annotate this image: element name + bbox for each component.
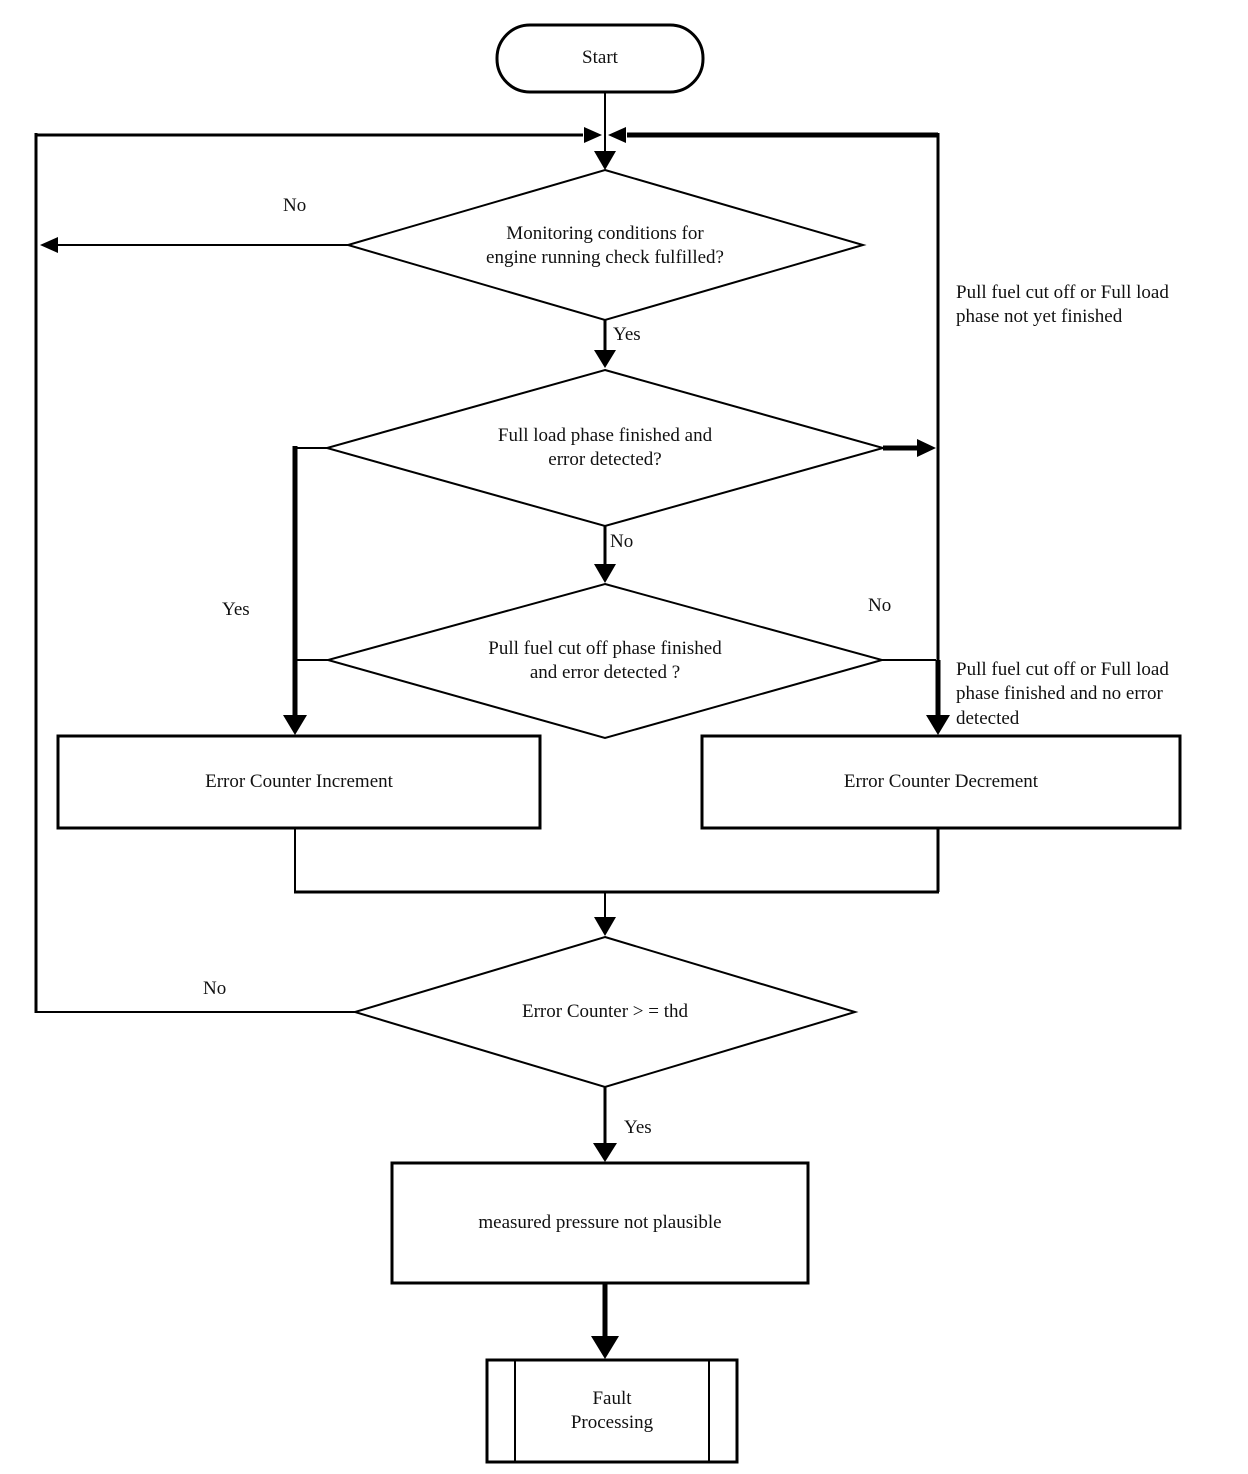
monitoring-yes-label: Yes bbox=[613, 324, 641, 345]
full-load-decision-shape bbox=[323, 368, 887, 528]
pressure-box-label: measured pressure not plausible bbox=[478, 1211, 722, 1233]
arrowhead-into-fault bbox=[591, 1336, 619, 1359]
full-load-no-label: No bbox=[610, 531, 634, 552]
fuel-cut-off-decision-label: Pull fuel cut off phase finished and err… bbox=[488, 638, 722, 684]
fault-box-label: Fault Processing bbox=[570, 1387, 654, 1433]
increment-box-shape bbox=[56, 734, 542, 830]
start-node-shape bbox=[495, 23, 705, 94]
arrowhead-full-load-right bbox=[917, 439, 936, 457]
threshold-decision-label: Error Counter > = thd bbox=[521, 1001, 688, 1022]
arrowhead-into-threshold bbox=[594, 917, 616, 936]
annotation-phase-not-finished: Pull fuel cut off or Full load phase not… bbox=[956, 282, 1169, 328]
arrowhead-into-pressure bbox=[593, 1143, 617, 1162]
pressure-box-shape bbox=[390, 1161, 810, 1285]
start-node-label: Start bbox=[582, 47, 618, 69]
arrowhead-into-increment bbox=[283, 715, 307, 735]
arrowhead-into-full-load bbox=[594, 350, 616, 368]
decrement-box-label: Error Counter Decrement bbox=[843, 770, 1039, 792]
decrement-box-shape bbox=[700, 734, 1182, 830]
annotation-phase-finished-no-error: Pull fuel cut off or Full load phase fin… bbox=[956, 659, 1169, 729]
merge-arrowhead-from-left bbox=[584, 127, 602, 143]
fuel-cut-off-no-label: No bbox=[868, 595, 892, 616]
arrowhead-monitoring-no bbox=[40, 237, 58, 253]
threshold-decision-shape bbox=[351, 935, 859, 1089]
merge-arrowhead-from-right bbox=[608, 127, 626, 143]
arrowhead-into-monitoring bbox=[594, 151, 616, 170]
arrowhead-into-fuel-cut-off bbox=[594, 564, 616, 583]
increment-yes-label: Yes bbox=[222, 599, 250, 620]
threshold-no-label: No bbox=[203, 978, 227, 999]
monitoring-decision-label: Monitoring conditions for engine running… bbox=[486, 223, 724, 269]
increment-box-label: Error Counter Increment bbox=[205, 770, 393, 792]
threshold-yes-label: Yes bbox=[624, 1117, 652, 1138]
fault-box-shape bbox=[485, 1358, 739, 1464]
fuel-cut-off-decision-shape bbox=[324, 582, 886, 740]
monitoring-no-label: No bbox=[283, 195, 307, 216]
arrowhead-into-decrement bbox=[926, 715, 950, 735]
full-load-decision-label: Full load phase finished and error detec… bbox=[497, 425, 713, 471]
monitoring-decision-shape bbox=[344, 168, 867, 322]
